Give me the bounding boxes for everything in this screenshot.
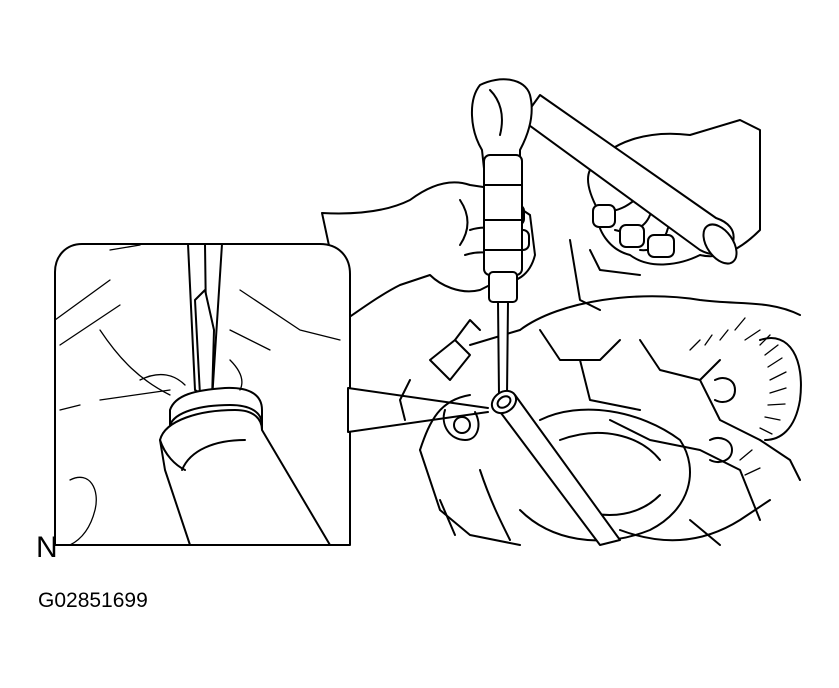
seal-driver-icon <box>490 389 621 546</box>
screwdriver-icon <box>483 154 523 396</box>
hammer-icon <box>470 78 738 265</box>
engine-block-icon <box>399 239 801 546</box>
direction-marker: N <box>36 531 58 564</box>
callout-leader <box>347 387 489 433</box>
detail-callout-box <box>54 243 351 546</box>
figure-code: G02851699 <box>38 589 148 612</box>
camshaft-timing-gear-icon <box>689 317 802 476</box>
